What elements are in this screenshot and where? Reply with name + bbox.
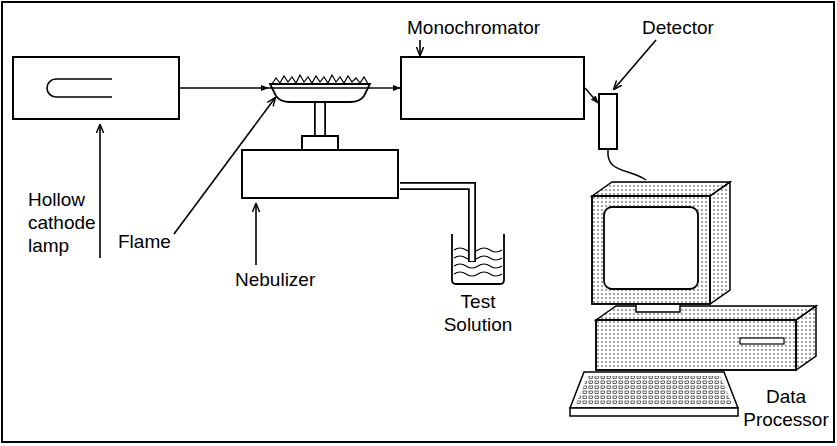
tube bbox=[320, 103, 321, 136]
component-label: Flame bbox=[118, 230, 188, 253]
detector-plate: Detector bbox=[598, 93, 618, 150]
component-label: Test Solution bbox=[436, 290, 520, 336]
light-beam bbox=[180, 88, 268, 89]
test-beaker: Test Solution bbox=[450, 232, 506, 284]
component-label: Nebulizer bbox=[235, 268, 355, 291]
leader-line bbox=[99, 125, 101, 258]
nebulizer-unit-art bbox=[240, 136, 400, 200]
light-beam bbox=[585, 88, 598, 103]
lamp-housing-art bbox=[14, 58, 178, 118]
signal-cable bbox=[608, 150, 646, 180]
component-label: Data Processor bbox=[740, 385, 832, 431]
burner-flame-art bbox=[268, 73, 372, 103]
lamp-housing: Hollow cathode lamp bbox=[12, 56, 180, 120]
leader-line bbox=[419, 40, 421, 55]
tube bbox=[400, 186, 472, 232]
burner-flame: Flame bbox=[268, 73, 372, 103]
component-label: Hollow cathode lamp bbox=[28, 188, 108, 257]
light-beam bbox=[372, 88, 400, 89]
component-label: Monochromator bbox=[407, 16, 577, 39]
leader-line bbox=[614, 40, 656, 89]
test-beaker-art bbox=[450, 232, 506, 284]
nebulizer-unit: Nebulizer bbox=[240, 136, 400, 200]
component-label: Detector bbox=[642, 16, 742, 39]
monochromator-box: Monochromator bbox=[400, 56, 585, 120]
computer: Data Processor bbox=[566, 180, 828, 438]
leader-line bbox=[255, 204, 257, 265]
